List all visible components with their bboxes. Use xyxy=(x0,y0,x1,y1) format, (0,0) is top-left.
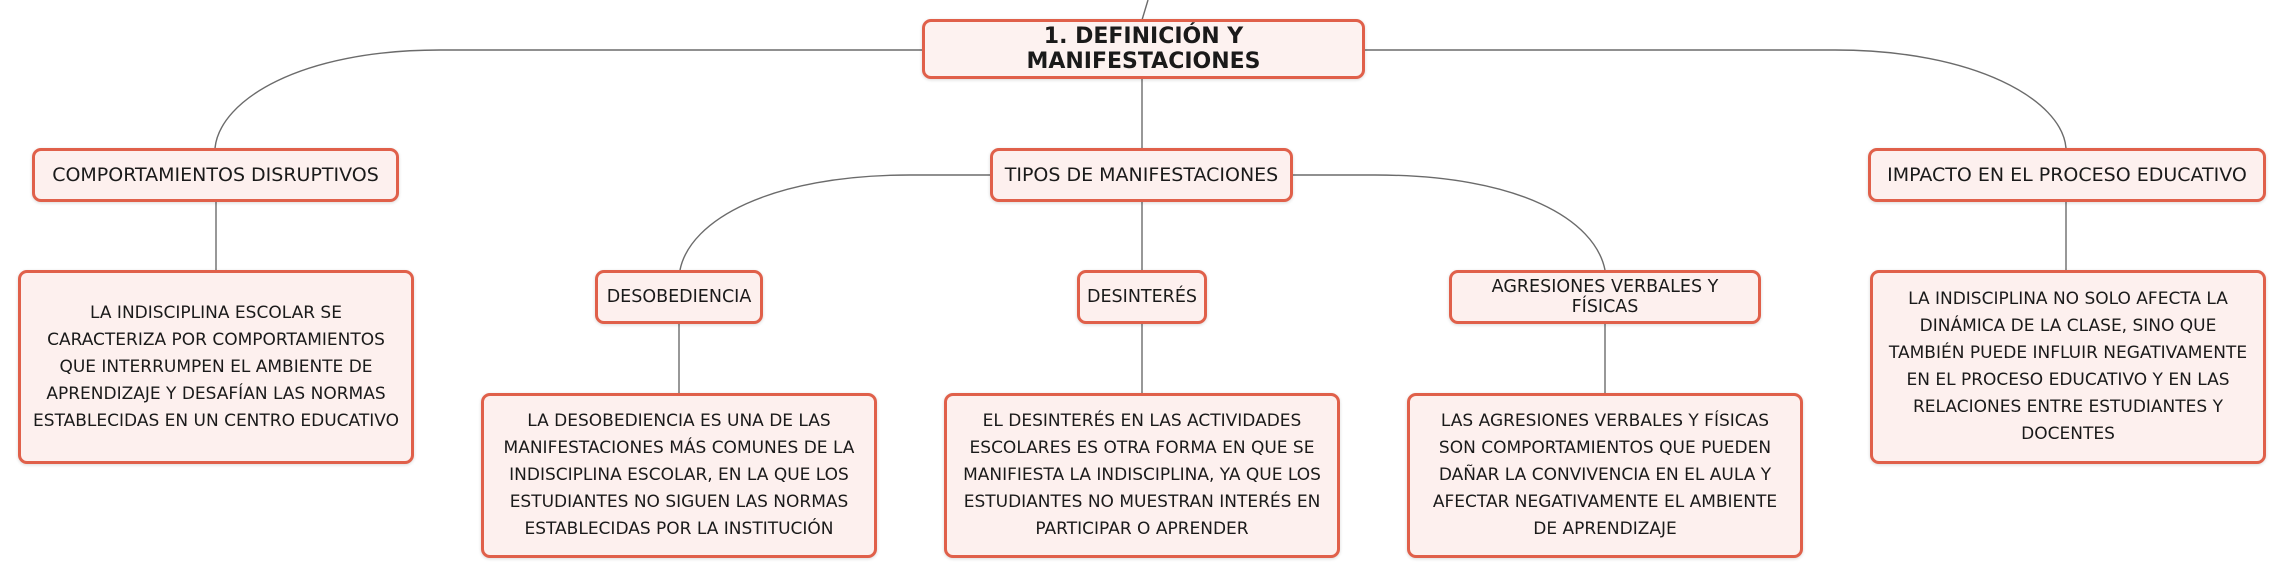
description-comportamientos-disruptivos[interactable]: LA INDISCIPLINA ESCOLAR SE CARACTERIZA P… xyxy=(18,270,414,464)
description-agresiones-verbales-y-fisicas[interactable]: LAS AGRESIONES VERBALES Y FÍSICAS SON CO… xyxy=(1407,393,1803,558)
topic-tipos-de-manifestaciones[interactable]: TIPOS DE MANIFESTACIONES xyxy=(990,148,1293,202)
topic-label: AGRESIONES VERBALES Y FÍSICAS xyxy=(1491,277,1719,317)
topic-desobediencia[interactable]: DESOBEDIENCIA xyxy=(595,270,763,324)
topic-label: DESOBEDIENCIA xyxy=(606,287,752,307)
connector-tipos-desobediencia xyxy=(679,174,990,271)
topic-label: COMPORTAMIENTOS DISRUPTIVOS xyxy=(52,164,379,186)
description-text: LA INDISCIPLINA ESCOLAR SE CARACTERIZA P… xyxy=(33,302,399,431)
topic-desinteres[interactable]: DESINTERÉS xyxy=(1077,270,1207,324)
topic-label: IMPACTO EN EL PROCESO EDUCATIVO xyxy=(1887,164,2247,186)
root-topic-label: 1. DEFINICIÓN Y MANIFESTACIONES xyxy=(1026,24,1261,74)
topic-label: DESINTERÉS xyxy=(1087,287,1197,307)
topic-label: TIPOS DE MANIFESTACIONES xyxy=(1004,164,1279,186)
connector-root-right xyxy=(1365,49,2067,149)
topic-impacto-en-el-proceso-educativo[interactable]: IMPACTO EN EL PROCESO EDUCATIVO xyxy=(1868,148,2266,202)
description-desobediencia[interactable]: LA DESOBEDIENCIA ES UNA DE LAS MANIFESTA… xyxy=(481,393,877,558)
topic-agresiones-verbales-y-fisicas[interactable]: AGRESIONES VERBALES Y FÍSICAS xyxy=(1449,270,1761,324)
description-text: EL DESINTERÉS EN LAS ACTIVIDADES ESCOLAR… xyxy=(963,411,1321,539)
description-impacto-en-el-proceso-educativo[interactable]: LA INDISCIPLINA NO SOLO AFECTA LA DINÁMI… xyxy=(1870,270,2266,464)
connector-root-left xyxy=(214,49,922,149)
description-desinteres[interactable]: EL DESINTERÉS EN LAS ACTIVIDADES ESCOLAR… xyxy=(944,393,1340,558)
topic-comportamientos-disruptivos[interactable]: COMPORTAMIENTOS DISRUPTIVOS xyxy=(32,148,399,202)
root-topic-node[interactable]: 1. DEFINICIÓN Y MANIFESTACIONES xyxy=(922,19,1365,79)
connector-root-parent xyxy=(1141,0,1149,21)
description-text: LA INDISCIPLINA NO SOLO AFECTA LA DINÁMI… xyxy=(1888,289,2248,444)
description-text: LA DESOBEDIENCIA ES UNA DE LAS MANIFESTA… xyxy=(503,411,855,539)
description-text: LAS AGRESIONES VERBALES Y FÍSICAS SON CO… xyxy=(1432,411,1778,539)
connector-tipos-agresiones xyxy=(1293,174,1606,271)
